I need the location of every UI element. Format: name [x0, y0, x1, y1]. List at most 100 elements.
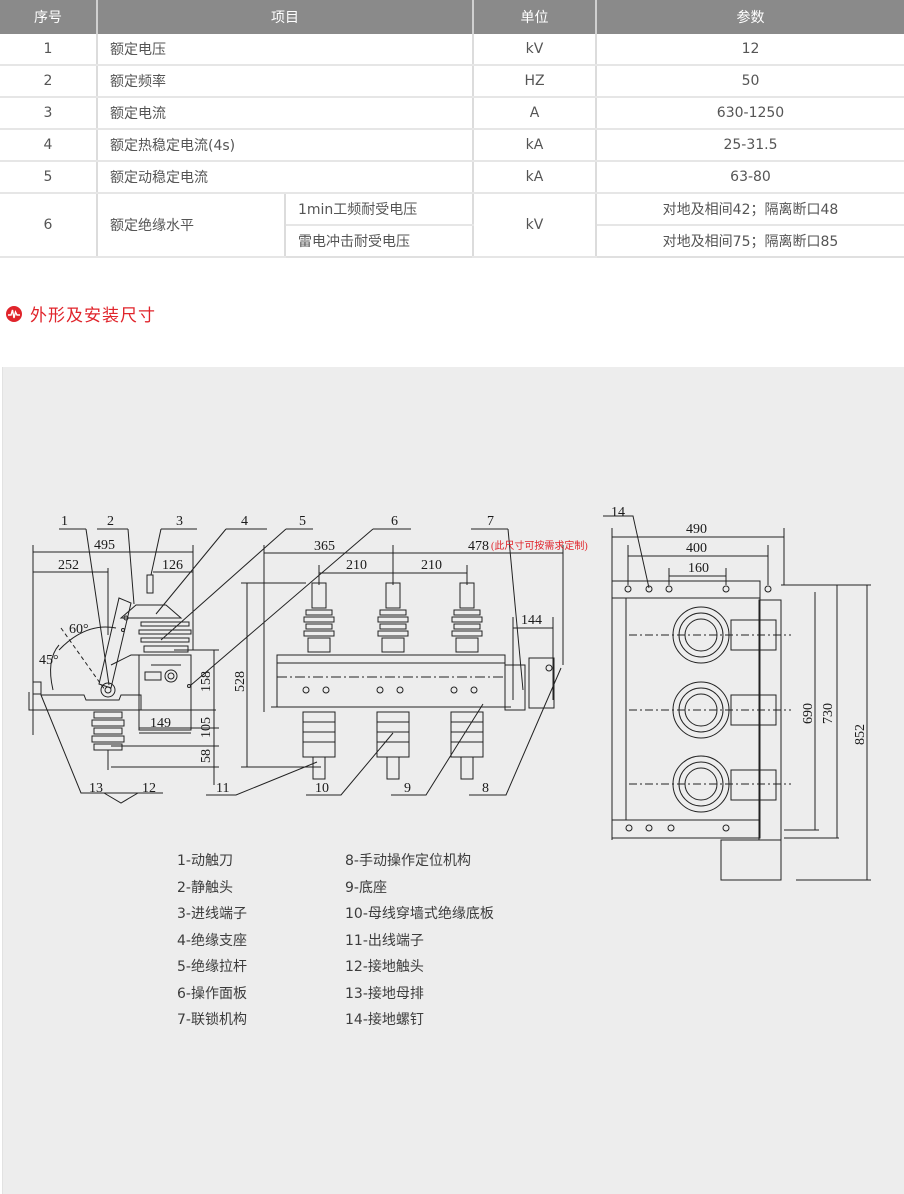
- legend-item: 12-接地触头: [345, 959, 424, 975]
- legend-item: 5-绝缘拉杆: [177, 959, 247, 975]
- table-row: 1 额定电压 kV 12: [0, 34, 904, 66]
- callout-5: 5: [299, 514, 306, 529]
- callout-10: 10: [315, 781, 329, 796]
- dim-210-a: 210: [346, 558, 367, 573]
- dim-495: 495: [94, 538, 115, 553]
- legend-item: 4-绝缘支座: [177, 932, 247, 949]
- legend-item: 1-动触刀: [177, 853, 233, 869]
- row-unit: HZ: [473, 65, 597, 98]
- legend-item: 9-底座: [345, 879, 387, 896]
- row-unit: kA: [473, 161, 597, 194]
- row-value: 25-31.5: [596, 129, 904, 162]
- table-row: 雷电冲击耐受电压 对地及相间75；隔离断口85: [0, 225, 904, 258]
- dim-angle-45: 45°: [39, 653, 59, 668]
- dim-158: 158: [199, 671, 214, 692]
- row-no: 4: [0, 129, 98, 162]
- table-row: 6 额定绝缘水平 1min工频耐受电压 kV 对地及相间42；隔离断口48: [0, 193, 904, 258]
- callout-6: 6: [391, 514, 398, 529]
- dim-210-b: 210: [421, 558, 442, 573]
- header-no: 序号: [0, 0, 98, 34]
- callout-13: 13: [89, 781, 103, 796]
- dim-252: 252: [58, 558, 79, 573]
- callout-3: 3: [176, 514, 183, 529]
- customizable-note: (此尺寸可按需求定制): [491, 539, 588, 552]
- row-value: 63-80: [596, 161, 904, 194]
- dim-angle-60: 60°: [69, 622, 89, 637]
- dim-730: 730: [821, 703, 836, 724]
- dim-105: 105: [199, 717, 214, 738]
- dim-126: 126: [162, 558, 183, 573]
- pole: [377, 582, 409, 653]
- dim-478: 478: [468, 539, 489, 554]
- legend-left: 1-动触刀 2-静触头 3-进线端子 4-绝缘支座 5-绝缘拉杆 6-操作面板 …: [177, 848, 247, 1034]
- row-no: 6: [0, 193, 98, 258]
- row-item: 额定绝缘水平: [97, 193, 286, 258]
- callout-11: 11: [216, 781, 229, 796]
- spec-table: 序号 项目 单位 参数 1 额定电压 kV 12 2 额定频率 HZ 50 3 …: [0, 0, 904, 258]
- legend-item: 7-联锁机构: [177, 1012, 247, 1028]
- legend-item: 8-手动操作定位机构: [345, 853, 471, 869]
- legend-item: 3-进线端子: [177, 906, 247, 922]
- row-subitem: 雷电冲击耐受电压: [285, 225, 474, 258]
- table-row: 4 额定热稳定电流(4s) kA 25-31.5: [0, 129, 904, 162]
- row-item: 额定电压: [97, 34, 474, 66]
- dim-400: 400: [686, 541, 707, 556]
- row-value: 对地及相间75；隔离断口85: [596, 225, 904, 258]
- dim-365: 365: [314, 539, 335, 554]
- callout-2: 2: [107, 514, 114, 529]
- row-no: 3: [0, 97, 98, 130]
- dimension-drawing: 1 2 3 4 5 6 7 8 9 10 11 12 13 14 495 252…: [28, 505, 871, 881]
- header-param: 参数: [596, 0, 904, 34]
- dim-144: 144: [521, 613, 542, 628]
- legend-item: 13-接地母排: [345, 985, 424, 1002]
- drawing-panel: 1 2 3 4 5 6 7 8 9 10 11 12 13 14 495 252…: [2, 367, 904, 1194]
- row-item: 额定电流: [97, 97, 474, 130]
- row-item: 额定频率: [97, 65, 474, 98]
- table-header-row: 序号 项目 单位 参数: [0, 0, 904, 34]
- section-title: 外形及安装尺寸: [6, 301, 156, 326]
- table-row: 2 额定频率 HZ 50: [0, 65, 904, 98]
- row-subitem: 1min工频耐受电压: [285, 193, 474, 226]
- front-view: [155, 528, 564, 796]
- dim-490: 490: [686, 522, 707, 537]
- row-no: 5: [0, 161, 98, 194]
- row-value: 50: [596, 65, 904, 98]
- dim-160: 160: [688, 561, 709, 576]
- row-no: 2: [0, 65, 98, 98]
- callout-7: 7: [487, 514, 494, 529]
- top-view: [603, 515, 871, 881]
- callout-12: 12: [142, 781, 156, 796]
- row-unit: kA: [473, 129, 597, 162]
- legend-item: 10-母线穿墙式绝缘底板: [345, 906, 494, 922]
- pole: [451, 582, 483, 653]
- legend-item: 14-接地螺钉: [345, 1012, 424, 1028]
- dim-852: 852: [853, 724, 868, 745]
- header-unit: 单位: [473, 0, 597, 34]
- table-row: 5 额定动稳定电流 kA 63-80: [0, 161, 904, 194]
- row-unit: kV: [473, 193, 597, 258]
- legend-right: 8-手动操作定位机构 9-底座 10-母线穿墙式绝缘底板 11-出线端子 12-…: [345, 848, 494, 1034]
- section-title-text: 外形及安装尺寸: [30, 306, 156, 326]
- callout-4: 4: [241, 514, 248, 529]
- callout-1: 1: [61, 514, 68, 529]
- table-row: 3 额定电流 A 630-1250: [0, 97, 904, 130]
- row-value: 对地及相间42；隔离断口48: [596, 193, 904, 226]
- row-item: 额定热稳定电流(4s): [97, 129, 474, 162]
- row-item: 额定动稳定电流: [97, 161, 474, 194]
- legend-item: 6-操作面板: [177, 985, 247, 1002]
- callout-8: 8: [482, 781, 489, 796]
- dim-149: 149: [150, 716, 171, 731]
- row-unit: kV: [473, 34, 597, 66]
- pulse-wave-icon: [6, 305, 22, 322]
- dim-528: 528: [233, 671, 248, 692]
- dim-690: 690: [801, 703, 816, 724]
- legend-item: 2-静触头: [177, 879, 233, 896]
- row-value: 630-1250: [596, 97, 904, 130]
- dim-58: 58: [199, 749, 214, 763]
- callout-9: 9: [404, 781, 411, 796]
- row-value: 12: [596, 34, 904, 66]
- header-item: 项目: [97, 0, 474, 34]
- side-view: [28, 528, 219, 804]
- legend-item: 11-出线端子: [345, 932, 424, 949]
- pole: [303, 582, 335, 653]
